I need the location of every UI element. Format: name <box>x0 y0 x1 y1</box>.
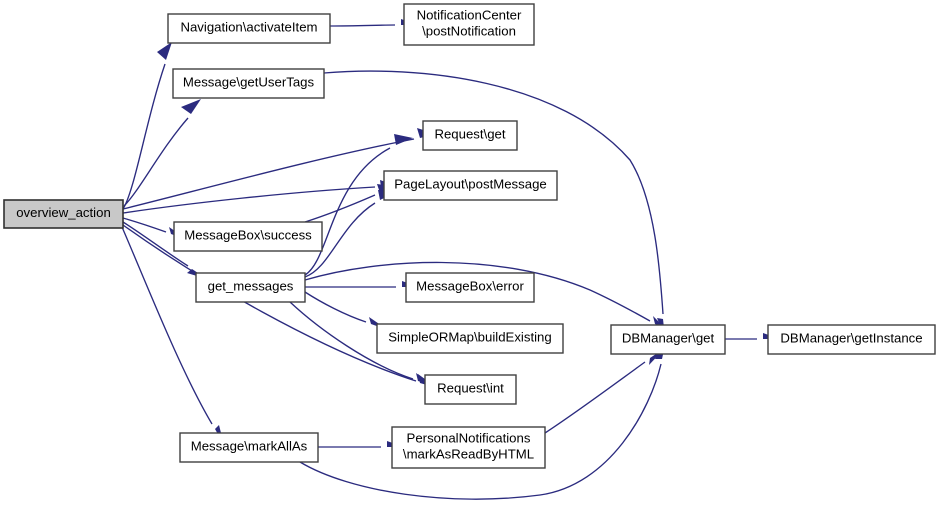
node-label: overview_action <box>16 205 111 220</box>
node-label: PersonalNotifications\markAsReadByHTML <box>403 431 534 462</box>
edge-get_messages-to-simpleormap_buildexisting <box>304 291 388 330</box>
edge-line <box>121 226 213 425</box>
arrowhead-icon <box>157 42 172 60</box>
node-box[interactable] <box>172 68 325 99</box>
node-simpleormap_buildexisting[interactable]: SimpleORMap\buildExisting <box>376 323 564 354</box>
node-box[interactable] <box>3 199 124 229</box>
node-label: PageLayout\postMessage <box>394 177 547 192</box>
edge-line <box>329 24 396 27</box>
node-label: Request\get <box>434 127 505 142</box>
node-navigation_activateitem[interactable]: Navigation\activateItem <box>167 13 331 44</box>
node-request_get[interactable]: Request\get <box>422 120 518 151</box>
edge-line <box>122 217 167 233</box>
node-box[interactable] <box>383 170 558 201</box>
edge-get_messages-to-request_get <box>304 134 413 276</box>
edge-line <box>122 63 166 210</box>
node-label: Message\markAllAs <box>191 439 308 454</box>
node-label: Message\getUserTags <box>183 75 315 90</box>
node-label: MessageBox\error <box>416 279 524 294</box>
node-box[interactable] <box>173 221 323 252</box>
node-message_getusertags[interactable]: Message\getUserTags <box>172 68 325 99</box>
node-messagebox_error[interactable]: MessageBox\error <box>405 272 535 303</box>
edge-overview_action-to-navigation_activateitem <box>122 42 172 210</box>
node-box[interactable] <box>424 374 517 405</box>
node-get_messages[interactable]: get_messages <box>195 272 306 303</box>
node-box[interactable] <box>403 3 535 46</box>
node-request_int[interactable]: Request\int <box>424 374 517 405</box>
node-box[interactable] <box>391 426 546 469</box>
node-messagebox_success[interactable]: MessageBox\success <box>173 221 323 252</box>
nodes-layer: overview_action Navigation\activateItem No… <box>3 3 936 469</box>
node-label: SimpleORMap\buildExisting <box>388 330 551 345</box>
node-label: Request\int <box>437 381 504 396</box>
node-overview_action[interactable]: overview_action <box>3 199 124 229</box>
node-dbmanager_get[interactable]: DBManager\get <box>610 324 726 355</box>
node-box[interactable] <box>767 324 936 355</box>
node-pagelayout_postmessage[interactable]: PageLayout\postMessage <box>383 170 558 201</box>
edge-overview_action-to-message_getusertags <box>123 99 201 207</box>
node-dbmanager_getinstance[interactable]: DBManager\getInstance <box>767 324 936 355</box>
node-box[interactable] <box>195 272 306 303</box>
edge-message_markallas-to-personalnotifications_markasreadbyhtml <box>318 441 404 448</box>
node-message_markallas[interactable]: Message\markAllAs <box>179 432 319 463</box>
node-box[interactable] <box>179 432 319 463</box>
node-label: DBManager\getInstance <box>780 331 922 346</box>
edge-line <box>289 301 414 380</box>
edge-line <box>544 361 646 434</box>
edge-line <box>304 194 376 223</box>
node-box[interactable] <box>422 120 518 151</box>
edge-messagebox_success-to-pagelayout_postmessage <box>304 184 396 223</box>
edge-get_messages-to-messagebox_error <box>305 281 419 288</box>
node-box[interactable] <box>167 13 331 44</box>
edge-line <box>122 138 415 210</box>
node-notificationcenter_postnotification[interactable]: NotificationCenter\postNotification <box>403 3 535 46</box>
edge-personalnotifications_markasreadbyhtml-to-dbmanager_get <box>544 348 665 434</box>
edge-line <box>122 224 417 382</box>
arrowhead-icon <box>394 134 413 145</box>
edge-line <box>122 186 376 214</box>
edge-line <box>304 291 367 323</box>
node-label: NotificationCenter\postNotification <box>417 8 522 39</box>
node-label: DBManager\get <box>622 331 715 346</box>
node-label: Navigation\activateItem <box>180 20 317 35</box>
edge-line <box>123 117 189 207</box>
edge-line <box>299 363 662 500</box>
edge-line <box>122 221 189 267</box>
node-personalnotifications_markasreadbyhtml[interactable]: PersonalNotifications\markAsReadByHTML <box>391 426 546 469</box>
node-label: MessageBox\success <box>184 228 312 243</box>
node-box[interactable] <box>376 323 564 354</box>
arrowhead-icon <box>181 99 201 114</box>
node-label: get_messages <box>208 279 294 294</box>
edge-line <box>323 70 664 315</box>
edge-line <box>304 147 391 276</box>
node-box[interactable] <box>405 272 535 303</box>
edge-message_markallas-to-dbmanager_get <box>299 341 666 500</box>
edge-line <box>304 202 376 278</box>
edge-overview_action-to-pagelayout_postmessage <box>122 180 398 214</box>
node-box[interactable] <box>610 324 726 355</box>
